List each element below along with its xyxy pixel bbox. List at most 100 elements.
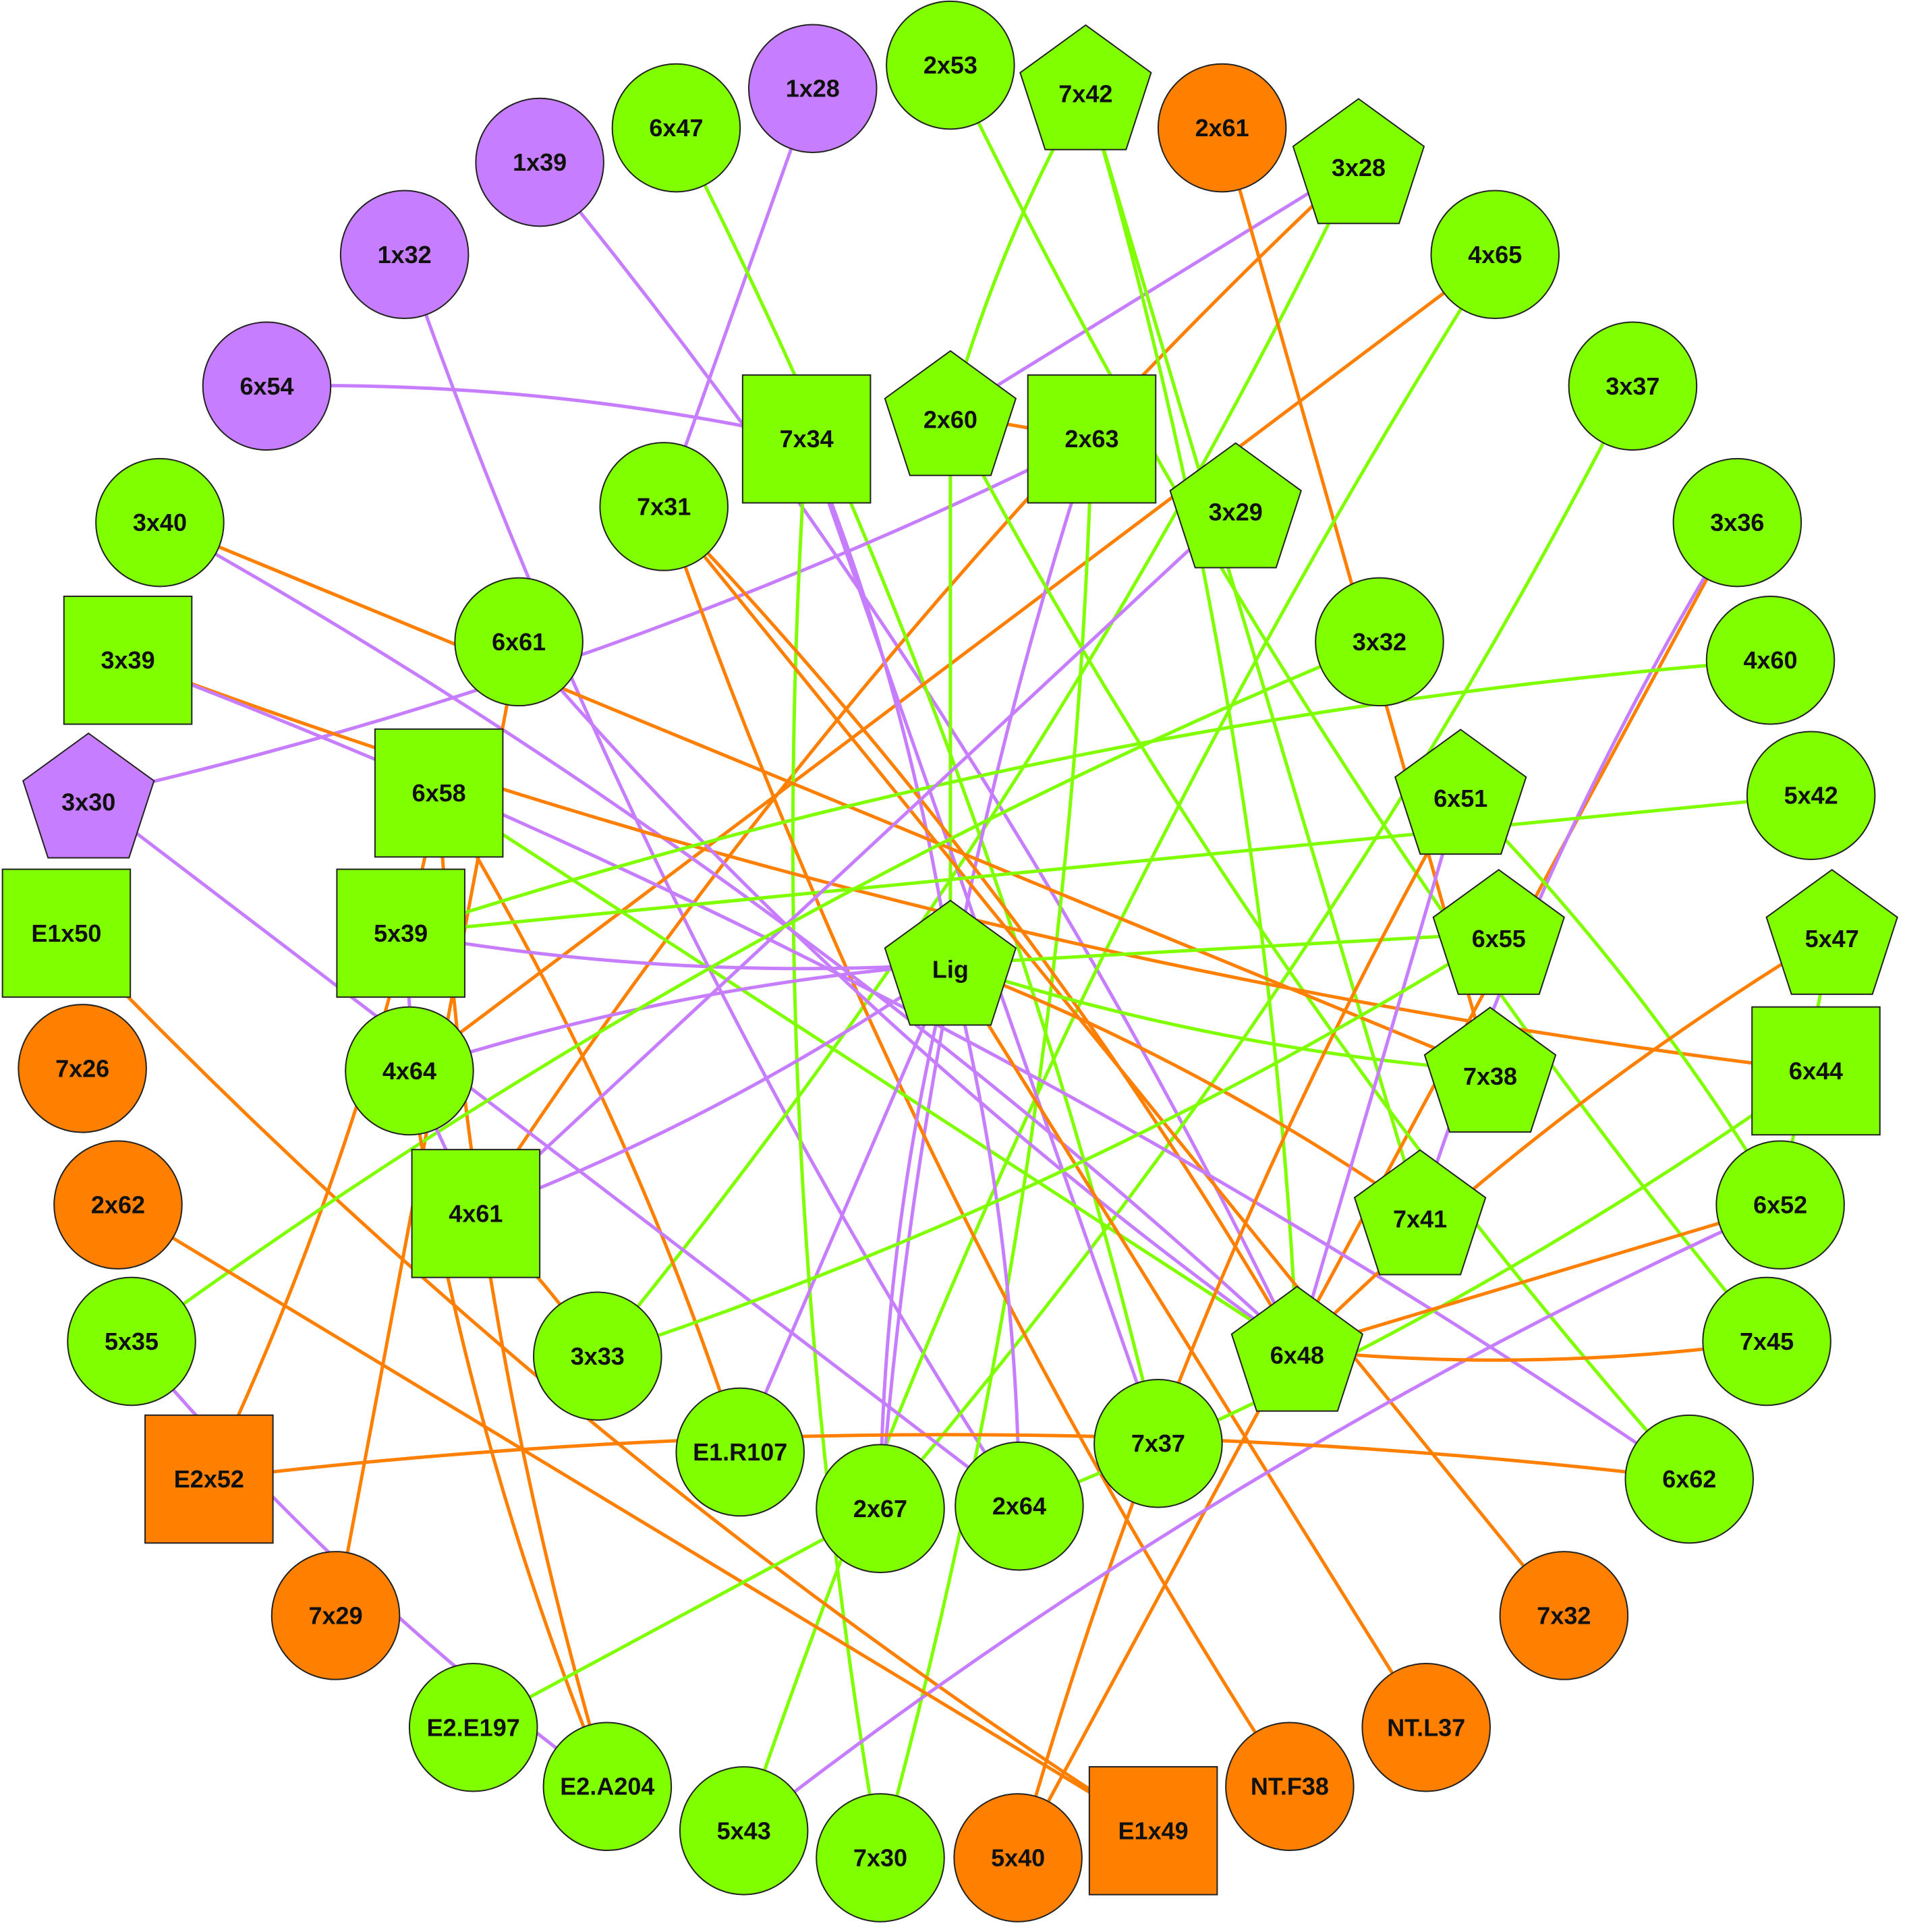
- node-circle: [408, 1662, 538, 1792]
- node-label: NT.L37: [1387, 1713, 1465, 1741]
- node-3x40: 3x40: [95, 457, 225, 588]
- node-label: 6x55: [1472, 925, 1526, 953]
- node-2x67: 2x67: [816, 1444, 945, 1574]
- node-4x64: 4x64: [345, 1006, 474, 1136]
- node-label: 3x28: [1332, 154, 1386, 181]
- node-label: E2x52: [174, 1465, 244, 1493]
- node-7x30: 7x30: [816, 1793, 945, 1923]
- node-pentagon: [1765, 869, 1898, 995]
- node-label: 6x51: [1433, 785, 1487, 812]
- node-3x33: 3x33: [533, 1291, 662, 1421]
- node-circle: [816, 1793, 945, 1923]
- edge-5x39-4x60: [399, 658, 1772, 935]
- edge-lig-e1-r107: [738, 962, 953, 1454]
- node-3x32: 3x32: [1315, 577, 1444, 707]
- node-circle: [611, 63, 741, 193]
- node-square: [1, 868, 132, 998]
- edge-7x31-6x48: [662, 505, 1299, 1352]
- node-label: 5x43: [717, 1817, 771, 1844]
- node-square: [144, 1414, 274, 1544]
- node-label: 3x40: [133, 509, 187, 536]
- node-pentagon: [1353, 1149, 1487, 1276]
- node-label: 5x42: [1784, 782, 1838, 809]
- edge-lig-2x67: [878, 962, 953, 1510]
- node-label: 7x38: [1463, 1062, 1517, 1090]
- node-label: E1.R107: [693, 1438, 787, 1466]
- node-circle: [1361, 1662, 1491, 1792]
- edge-layer: [64, 63, 1834, 1860]
- node-3x29: 3x29: [1169, 442, 1302, 569]
- node-circle: [454, 577, 584, 707]
- node-label: 4x61: [449, 1199, 503, 1227]
- node-label: 7x32: [1537, 1601, 1591, 1629]
- node-square: [374, 728, 504, 858]
- node-pentagon: [1432, 869, 1565, 995]
- node-e1-r107: E1.R107: [675, 1387, 805, 1517]
- node-label: 2x53: [923, 51, 977, 79]
- node-label: 5x35: [105, 1328, 159, 1355]
- node-lig: Lig: [884, 899, 1017, 1026]
- node-label: 5x47: [1805, 925, 1859, 953]
- node-circle: [1568, 321, 1698, 451]
- node-circle: [599, 442, 729, 571]
- edge-6x52-6x48: [1295, 1203, 1782, 1352]
- node-label: 3x33: [571, 1342, 625, 1370]
- node-label: 3x30: [61, 789, 115, 816]
- node-2x62: 2x62: [53, 1140, 183, 1270]
- node-pentagon: [884, 899, 1017, 1026]
- node-circle: [955, 1441, 1084, 1571]
- node-circle: [886, 0, 1015, 130]
- node-6x52: 6x52: [1715, 1140, 1845, 1270]
- edge-lig-2x64: [948, 962, 1021, 1508]
- node-1x28: 1x28: [747, 24, 878, 154]
- node-circle: [1315, 577, 1444, 707]
- node-square: [411, 1149, 541, 1278]
- node-6x51: 6x51: [1394, 729, 1527, 855]
- node-label: 5x40: [991, 1844, 1045, 1871]
- edge-lig-6x55: [948, 931, 1501, 966]
- edge-3x28-2x60: [948, 161, 1361, 416]
- node-square: [741, 374, 872, 504]
- edge-3x28-3x33: [596, 161, 1361, 1358]
- edge-7x31-7x32: [662, 505, 1566, 1618]
- edge-2x62-e1x49: [116, 1203, 1156, 1833]
- edge-6x58-6x48: [437, 791, 1299, 1352]
- node-circle: [1430, 190, 1560, 320]
- node-7x42: 7x42: [1019, 24, 1152, 150]
- edge-6x58-e1-r107: [437, 791, 742, 1454]
- node-2x53: 2x53: [886, 0, 1015, 130]
- edge-5x47-6x48: [1295, 931, 1834, 1352]
- node-circle: [339, 190, 470, 320]
- node-label: 5x39: [374, 919, 428, 947]
- node-pentagon: [1169, 442, 1302, 569]
- node-pentagon: [1292, 98, 1425, 225]
- node-circle: [18, 1004, 147, 1133]
- node-circle: [1093, 1378, 1223, 1508]
- node-6x47: 6x47: [611, 63, 741, 193]
- node-square: [63, 595, 193, 725]
- node-label: 2x64: [992, 1492, 1046, 1520]
- edge-2x53-7x45: [948, 63, 1769, 1343]
- edge-6x55-3x33: [596, 931, 1501, 1358]
- edge-1x39-6x48: [538, 161, 1299, 1352]
- node-5x42: 5x42: [1746, 731, 1876, 860]
- node-circle: [202, 321, 332, 451]
- node-circle: [1746, 731, 1876, 860]
- edge-7x34-lig: [805, 437, 953, 966]
- node-label: 7x34: [780, 425, 834, 453]
- node-pentagon: [1423, 1006, 1557, 1133]
- node-label: 1x28: [786, 75, 840, 103]
- node-circle: [533, 1291, 662, 1421]
- edge-5x39-lig: [399, 931, 953, 971]
- node-circle: [1715, 1140, 1845, 1270]
- node-e2-a204: E2.A204: [542, 1722, 673, 1852]
- node-square: [1027, 374, 1157, 504]
- node-circle: [675, 1387, 805, 1517]
- node-3x36: 3x36: [1672, 457, 1802, 588]
- node-label: 7x29: [309, 1601, 363, 1629]
- edge-2x63-3x30: [86, 437, 1093, 799]
- node-circle: [747, 24, 878, 154]
- node-5x40: 5x40: [953, 1793, 1083, 1923]
- node-label: NT.F38: [1251, 1773, 1329, 1800]
- edge-7x42-7x41: [1083, 86, 1422, 1216]
